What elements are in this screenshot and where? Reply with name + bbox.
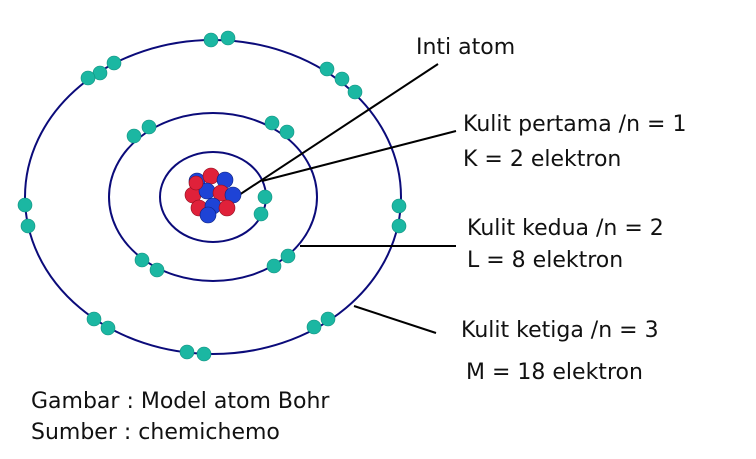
electron xyxy=(204,33,218,47)
electron xyxy=(21,219,35,233)
electron xyxy=(221,31,235,45)
label-shell-1-title: Kulit pertama /n = 1 xyxy=(463,114,686,136)
orbit-shell-3 xyxy=(25,40,401,354)
electron xyxy=(197,347,211,361)
electron xyxy=(267,259,281,273)
nucleus xyxy=(185,168,241,223)
electron xyxy=(281,249,295,263)
pointer-shell-3 xyxy=(354,306,436,333)
label-shell-2-title: Kulit kedua /n = 2 xyxy=(467,218,664,240)
electron xyxy=(307,320,321,334)
electron xyxy=(320,62,334,76)
label-shell-3-title: Kulit ketiga /n = 3 xyxy=(461,320,659,342)
electron xyxy=(258,190,272,204)
electron xyxy=(392,199,406,213)
electron xyxy=(127,129,141,143)
orbit-shell-1 xyxy=(160,152,266,242)
electron xyxy=(348,85,362,99)
pointer-shell-1 xyxy=(262,131,456,181)
figure-caption: Gambar : Model atom Bohr xyxy=(31,391,329,413)
electron xyxy=(321,312,335,326)
electron xyxy=(135,253,149,267)
electron xyxy=(335,72,349,86)
electron xyxy=(107,56,121,70)
electron xyxy=(87,312,101,326)
electron xyxy=(392,219,406,233)
electrons-shell-1 xyxy=(254,190,272,221)
label-nucleus: Inti atom xyxy=(416,37,515,59)
nucleon xyxy=(189,176,203,190)
electron xyxy=(265,116,279,130)
electron xyxy=(142,120,156,134)
nucleon xyxy=(219,200,235,216)
electron xyxy=(180,345,194,359)
electron xyxy=(101,321,115,335)
nucleon xyxy=(203,168,219,184)
electron xyxy=(280,125,294,139)
electron xyxy=(81,71,95,85)
label-shell-1-electrons: K = 2 elektron xyxy=(463,149,621,171)
label-shell-3-electrons: M = 18 elektron xyxy=(466,362,643,384)
electron xyxy=(150,263,164,277)
electron xyxy=(254,207,268,221)
nucleon xyxy=(200,207,216,223)
figure-source: Sumber : chemichemo xyxy=(31,422,280,444)
electron xyxy=(18,198,32,212)
label-shell-2-electrons: L = 8 elektron xyxy=(467,250,623,272)
